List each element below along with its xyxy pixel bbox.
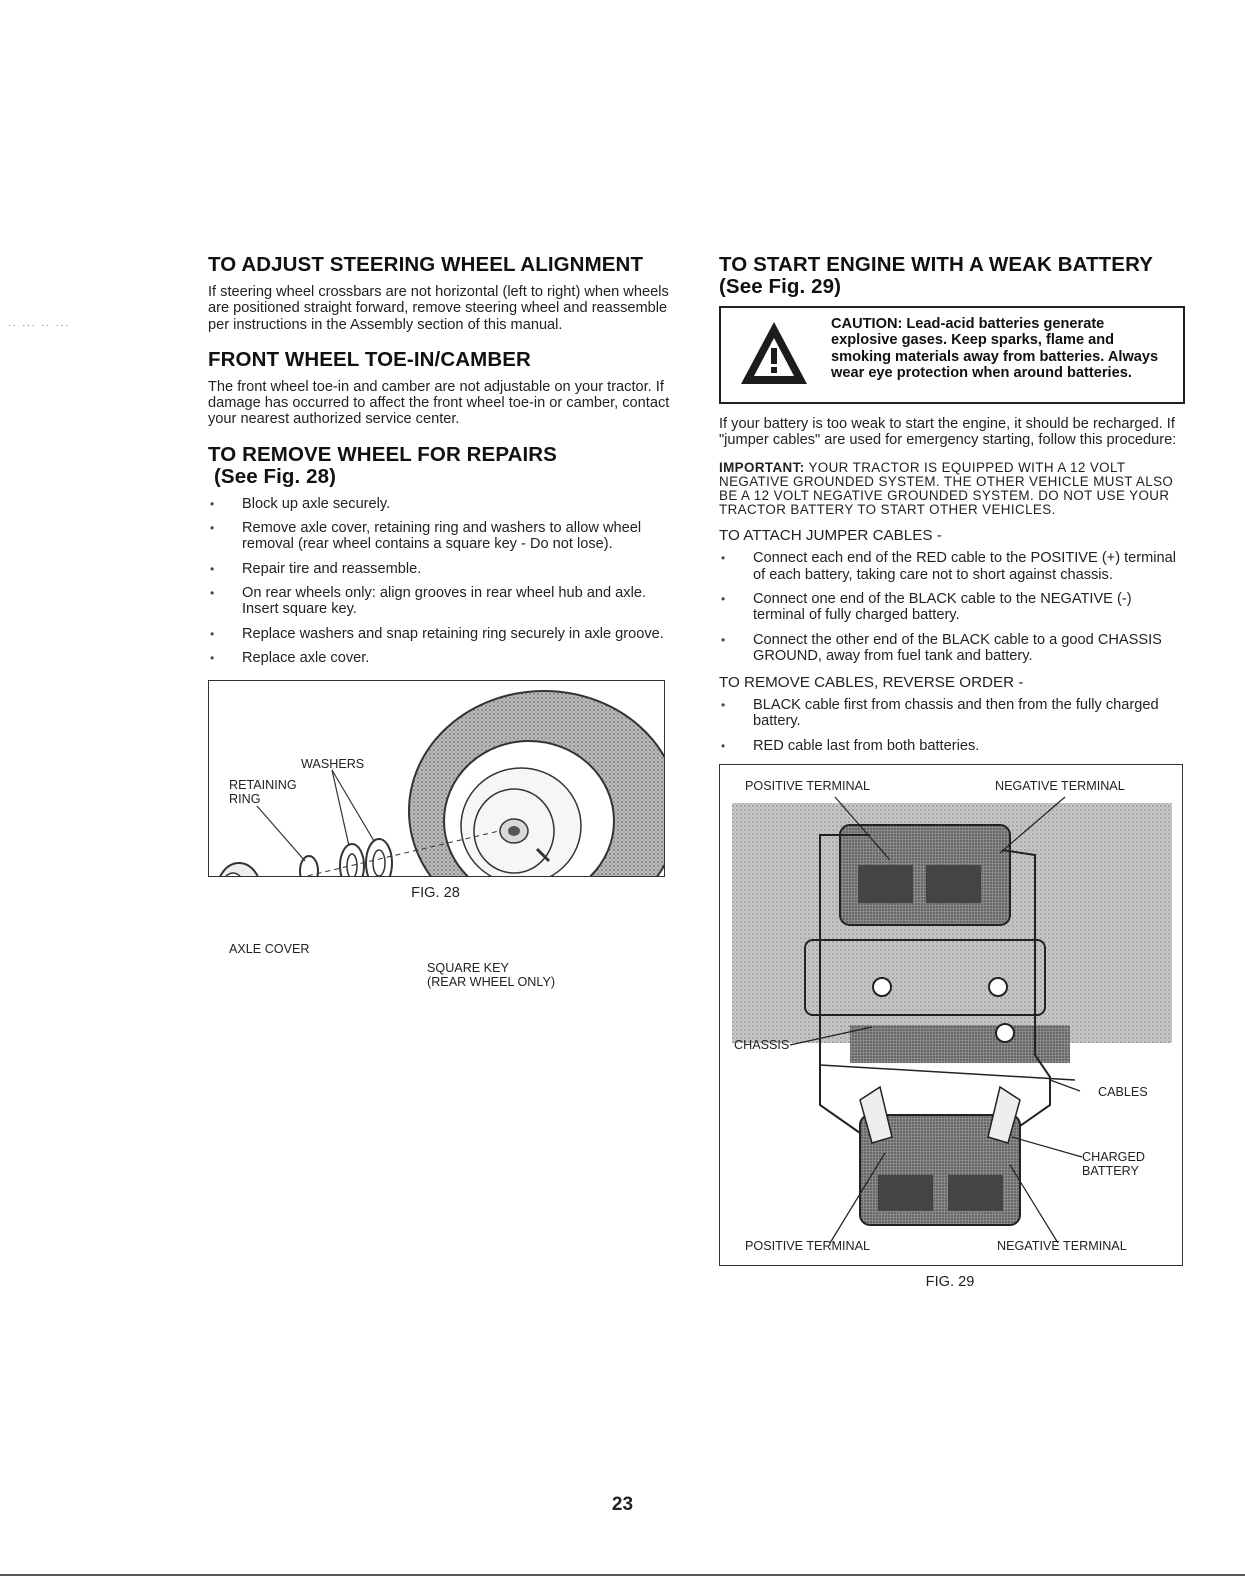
remove-wheel-subtitle: (See Fig. 28): [214, 464, 337, 488]
list-item: On rear wheels only: align grooves in re…: [208, 585, 673, 618]
toe-heading: FRONT WHEEL TOE-IN/CAMBER: [208, 347, 531, 371]
weak-battery-title: TO START ENGINE WITH A WEAK BATTERY: [719, 253, 1153, 276]
attach-cables-heading: TO ATTACH JUMPER CABLES -: [719, 527, 942, 545]
list-item: Remove axle cover, retaining ring and wa…: [208, 520, 673, 553]
attach-cables-steps: Connect each end of the RED cable to the…: [719, 550, 1185, 664]
weak-battery-subtitle: (See Fig. 29): [719, 275, 842, 298]
positive-terminal-top-label: POSITIVE TERMINAL: [745, 779, 871, 794]
retaining-ring-label: RETAINING RING: [229, 778, 297, 807]
steering-body: If steering wheel crossbars are not hori…: [208, 284, 669, 333]
page-number: 23: [611, 1494, 634, 1515]
rear-wheel-only-label: (REAR WHEEL ONLY): [427, 975, 556, 990]
wheel-illustration: [219, 690, 664, 877]
scan-mark: .. ... .. ...: [8, 318, 71, 329]
axle-cover-label: AXLE COVER: [229, 942, 310, 957]
remove-wheel-title: TO REMOVE WHEEL FOR REPAIRS: [208, 442, 557, 466]
important-note: IMPORTANT: YOUR TRACTOR IS EQUIPPED WITH…: [719, 459, 1185, 518]
remove-wheel-heading: TO REMOVE WHEEL FOR REPAIRS (See Fig. 28…: [208, 442, 673, 488]
right-column: TO START ENGINE WITH A WEAK BATTERY (See…: [719, 254, 1185, 1290]
page-bottom-rule: [0, 1574, 1245, 1576]
washers-label: WASHERS: [301, 757, 365, 772]
cables-label: CABLES: [1098, 1085, 1148, 1100]
list-item: Connect each end of the RED cable to the…: [719, 550, 1185, 583]
list-item: Repair tire and reassemble.: [208, 561, 673, 578]
caution-box: CAUTION: Lead-acid batteries generate ex…: [719, 306, 1185, 404]
list-item: RED cable last from both batteries.: [719, 738, 1185, 755]
important-text: YOUR TRACTOR IS EQUIPPED WITH A 12 VOLT …: [719, 459, 1174, 518]
warning-triangle-icon: [741, 322, 807, 384]
positive-terminal-bottom-label: POSITIVE TERMINAL: [745, 1239, 871, 1254]
list-item: Connect one end of the BLACK cable to th…: [719, 591, 1185, 624]
fig-28-caption: FIG. 28: [411, 885, 460, 902]
caution-text: CAUTION: Lead-acid batteries generate ex…: [831, 316, 1159, 381]
remove-cables-steps: BLACK cable first from chassis and then …: [719, 697, 1185, 754]
list-item: Connect the other end of the BLACK cable…: [719, 632, 1185, 665]
negative-terminal-top-label: NEGATIVE TERMINAL: [995, 779, 1125, 794]
jumper-illustration: [732, 796, 1172, 1244]
negative-terminal-bottom-label: NEGATIVE TERMINAL: [997, 1239, 1127, 1254]
left-column: TO ADJUST STEERING WHEEL ALIGNMENT If st…: [208, 253, 673, 989]
charged-battery-label: CHARGED BATTERY: [1082, 1150, 1145, 1179]
list-item: Replace washers and snap retaining ring …: [208, 626, 673, 643]
fig-29: POSITIVE TERMINAL NEGATIVE TERMINAL CHAS…: [719, 764, 1183, 1267]
weak-battery-heading: TO START ENGINE WITH A WEAK BATTERY (See…: [719, 254, 1185, 298]
weak-battery-body: If your battery is too weak to start the…: [719, 416, 1177, 449]
square-key-label: SQUARE KEY: [427, 961, 509, 976]
steering-heading: TO ADJUST STEERING WHEEL ALIGNMENT: [208, 253, 644, 276]
toe-body: The front wheel toe-in and camber are no…: [208, 378, 670, 428]
list-item: BLACK cable first from chassis and then …: [719, 697, 1185, 730]
important-label: IMPORTANT:: [719, 459, 805, 475]
remove-cables-heading: TO REMOVE CABLES, REVERSE ORDER -: [719, 674, 1024, 692]
remove-wheel-steps: Block up axle securely. Remove axle cove…: [208, 496, 673, 667]
fig-28: WASHERS RETAINING RING AXLE COVER SQUARE…: [208, 680, 665, 989]
list-item: Block up axle securely.: [208, 496, 673, 513]
chassis-label: CHASSIS: [734, 1038, 790, 1053]
list-item: Replace axle cover.: [208, 650, 673, 667]
fig-29-caption: FIG. 29: [925, 1274, 975, 1291]
